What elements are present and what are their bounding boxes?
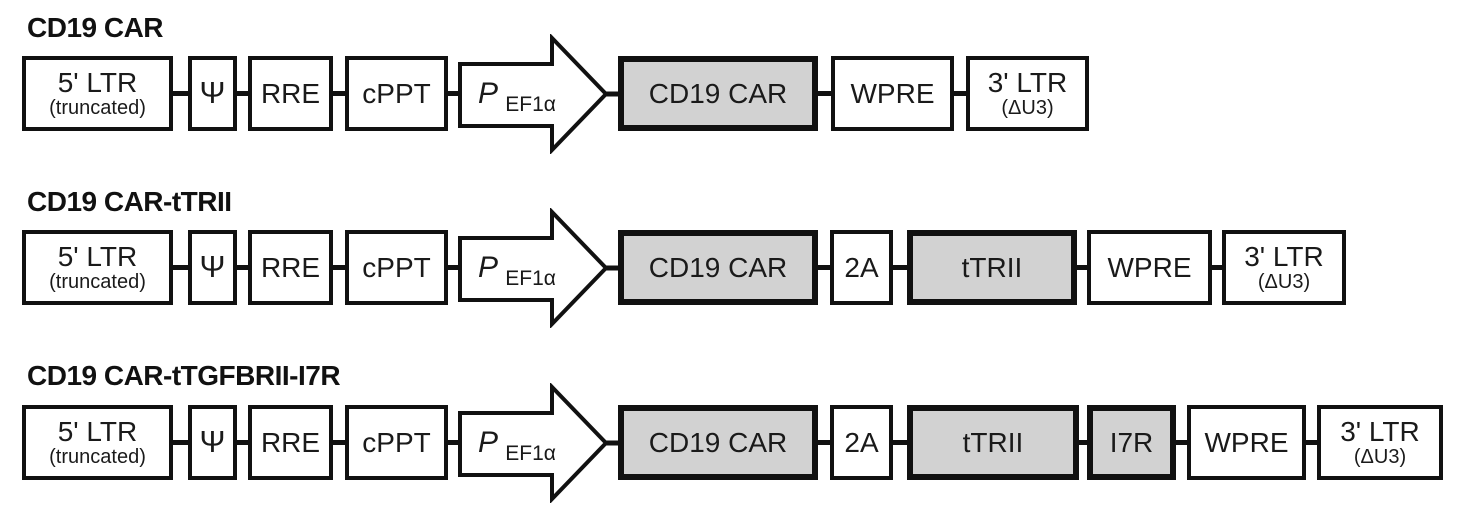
svg-text:P EF1α: P EF1α	[478, 426, 556, 465]
segment-wpre: WPRE	[1187, 405, 1306, 480]
segment-rre: RRE	[248, 405, 333, 480]
segment-i7r: I7R	[1087, 405, 1176, 480]
promoter-arrow-icon: P EF1α	[458, 207, 618, 328]
segment-label: WPRE	[1204, 426, 1289, 458]
segment-cd19-car: CD19 CAR	[618, 230, 818, 305]
segment-sublabel: (ΔU3)	[1353, 446, 1407, 469]
promoter-label: P	[478, 251, 498, 284]
connector	[818, 440, 830, 445]
promoter-arrow-icon: P EF1α	[458, 382, 618, 503]
construct-title-cd19-car-ttgfbrii-i7r: CD19 CAR-tTGFBRII-I7R	[27, 360, 341, 391]
segment-label: cPPT	[362, 426, 431, 458]
segment-cppt: cPPT	[345, 230, 448, 305]
segment-sublabel: (truncated)	[49, 446, 146, 469]
construct-row-cd19-car: 5' LTR (truncated) Ψ RRE cPPT P EF1α CD1…	[22, 33, 1089, 154]
connector	[237, 265, 248, 270]
connector	[448, 440, 458, 445]
segment-label: WPRE	[850, 77, 935, 109]
segment-rre: RRE	[248, 230, 333, 305]
segment-3-ltr: 3' LTR (ΔU3)	[1222, 230, 1346, 305]
segment-psi: Ψ	[188, 230, 237, 305]
segment-cppt: cPPT	[345, 405, 448, 480]
connector	[1079, 440, 1087, 445]
svg-text:P EF1α: P EF1α	[478, 77, 556, 116]
segment-psi: Ψ	[188, 405, 237, 480]
connector	[333, 265, 345, 270]
connector	[448, 265, 458, 270]
segment-label: WPRE	[1107, 251, 1192, 283]
connector	[1077, 265, 1087, 270]
segment-5-ltr: 5' LTR (truncated)	[22, 56, 173, 131]
connector	[954, 91, 966, 96]
segment-wpre: WPRE	[831, 56, 954, 131]
connector	[1176, 440, 1187, 445]
segment-label: cPPT	[362, 251, 431, 283]
connector	[173, 91, 188, 96]
segment-label: CD19 CAR	[648, 251, 788, 283]
connector	[893, 265, 907, 270]
promoter-label: P	[478, 426, 498, 459]
segment-cppt: cPPT	[345, 56, 448, 131]
connector	[1212, 265, 1222, 270]
connector	[893, 440, 907, 445]
connector	[448, 91, 458, 96]
segment-label: RRE	[260, 426, 321, 458]
segment-sublabel: (truncated)	[49, 97, 146, 120]
segment-label: tTRII	[962, 426, 1024, 458]
svg-text:P EF1α: P EF1α	[478, 251, 556, 290]
connector	[818, 91, 831, 96]
segment-3-ltr: 3' LTR (ΔU3)	[1317, 405, 1443, 480]
segment-label: RRE	[260, 251, 321, 283]
promoter-subscript: EF1α	[505, 267, 556, 290]
segment-label: 3' LTR	[987, 66, 1068, 98]
segment-label: Ψ	[199, 424, 226, 460]
construct-title-cd19-car: CD19 CAR	[27, 12, 164, 43]
segment-sublabel: (ΔU3)	[1257, 271, 1311, 294]
connector	[333, 91, 345, 96]
segment-5-ltr: 5' LTR (truncated)	[22, 230, 173, 305]
construct-row-cd19-car-ttrii: 5' LTR (truncated) Ψ RRE cPPT P EF1α CD1…	[22, 207, 1346, 328]
segment-label: tTRII	[961, 251, 1023, 283]
segment-wpre: WPRE	[1087, 230, 1212, 305]
construct-title-cd19-car-ttrii: CD19 CAR-tTRII	[27, 186, 232, 217]
connector	[1306, 440, 1317, 445]
segment-label: CD19 CAR	[648, 77, 788, 109]
segment-ttrii: tTRII	[907, 230, 1077, 305]
segment-cd19-car: CD19 CAR	[618, 56, 818, 131]
connector	[333, 440, 345, 445]
segment-label: CD19 CAR	[648, 426, 788, 458]
segment-label: 5' LTR	[57, 240, 138, 272]
connector	[173, 440, 188, 445]
promoter-subscript: EF1α	[505, 93, 556, 116]
segment-label: RRE	[260, 77, 321, 109]
segment-label: 3' LTR	[1244, 240, 1324, 272]
segment-3-ltr: 3' LTR (ΔU3)	[966, 56, 1089, 131]
segment-label: Ψ	[199, 75, 226, 111]
connector	[237, 91, 248, 96]
construct-row-cd19-car-ttgfbrii-i7r: 5' LTR (truncated) Ψ RRE cPPT P EF1α CD1…	[22, 382, 1443, 503]
segment-2a: 2A	[830, 230, 893, 305]
segment-label: 5' LTR	[57, 66, 138, 98]
segment-label: 3' LTR	[1340, 415, 1420, 447]
connector	[173, 265, 188, 270]
segment-5-ltr: 5' LTR (truncated)	[22, 405, 173, 480]
segment-label: Ψ	[199, 249, 226, 285]
segment-label: I7R	[1109, 426, 1154, 458]
connector	[237, 440, 248, 445]
segment-2a: 2A	[830, 405, 893, 480]
segment-sublabel: (ΔU3)	[1001, 97, 1054, 120]
segment-label: 2A	[844, 251, 879, 283]
promoter-subscript: EF1α	[505, 442, 556, 465]
segment-label: cPPT	[362, 77, 431, 109]
segment-psi: Ψ	[188, 56, 237, 131]
segment-sublabel: (truncated)	[49, 271, 146, 294]
promoter-label: P	[478, 77, 498, 110]
segment-ttrii: tTRII	[907, 405, 1079, 480]
segment-rre: RRE	[248, 56, 333, 131]
connector	[818, 265, 830, 270]
segment-label: 5' LTR	[57, 415, 138, 447]
segment-cd19-car: CD19 CAR	[618, 405, 818, 480]
promoter-arrow-icon: P EF1α	[458, 33, 618, 154]
segment-label: 2A	[844, 426, 879, 458]
